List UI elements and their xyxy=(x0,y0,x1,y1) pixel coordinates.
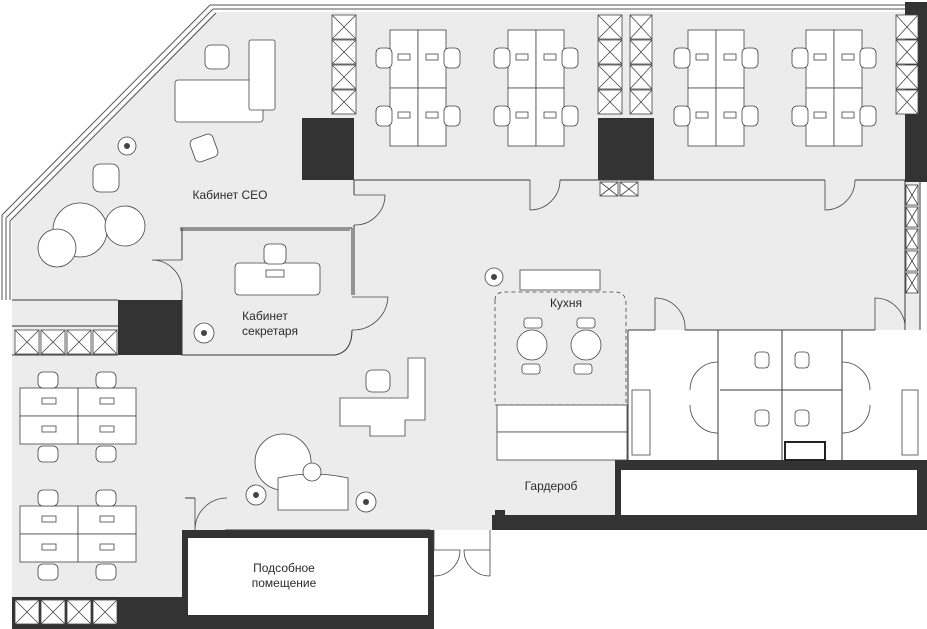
workstation-cluster xyxy=(791,29,877,147)
cabinet xyxy=(905,206,919,228)
cabinet xyxy=(597,64,623,90)
cabinet xyxy=(597,14,623,40)
workstation-cluster xyxy=(19,489,137,581)
kitchen-area xyxy=(484,267,628,461)
partitions xyxy=(12,179,921,531)
room-label-secretary-line1: Кабинет xyxy=(242,309,288,323)
room-label-wardrobe: Гардероб xyxy=(525,479,578,493)
reception-desk xyxy=(339,357,426,437)
restroom-fixtures xyxy=(631,330,919,461)
plant-icon xyxy=(117,136,137,156)
storage-rooms xyxy=(188,470,917,615)
plant-icon xyxy=(245,484,267,506)
cabinet xyxy=(92,599,118,625)
plant-icon xyxy=(193,322,215,344)
room-label-kitchen: Кухня xyxy=(550,296,582,310)
workstation-cluster xyxy=(493,29,579,147)
cabinet xyxy=(895,14,919,40)
cabinet xyxy=(905,272,919,294)
cabinet xyxy=(599,181,619,197)
cabinet xyxy=(905,184,919,206)
ceo-furniture xyxy=(37,39,276,268)
workstation-clusters xyxy=(19,29,877,581)
cabinet xyxy=(14,599,40,625)
cabinet xyxy=(905,250,919,272)
storage-cabinets xyxy=(14,14,919,625)
workstation-cluster xyxy=(375,29,461,147)
cabinet xyxy=(629,89,653,115)
cabinet xyxy=(331,39,357,65)
lounge-area xyxy=(245,433,377,513)
cabinet xyxy=(597,39,623,65)
cabinet xyxy=(895,39,919,65)
workstation-cluster xyxy=(19,371,137,463)
cabinet xyxy=(66,599,92,625)
secretary-furniture xyxy=(193,243,321,344)
diagonal-facade xyxy=(1,4,905,300)
room-label-utility-line1: Подсобное xyxy=(253,561,315,575)
workstation-cluster xyxy=(673,29,759,147)
cabinet xyxy=(14,329,40,355)
cabinet xyxy=(331,89,357,115)
cabinet xyxy=(92,329,118,355)
cabinet xyxy=(597,89,623,115)
plant-icon xyxy=(484,267,504,287)
plant-icon xyxy=(355,491,377,513)
cabinet xyxy=(40,329,66,355)
cabinet xyxy=(629,64,653,90)
room-label-secretary-line2: секретаря xyxy=(242,324,298,338)
cabinet xyxy=(331,64,357,90)
cabinet xyxy=(895,89,919,115)
cabinet xyxy=(619,181,639,197)
cabinet xyxy=(331,14,357,40)
cabinet xyxy=(905,228,919,250)
cabinet xyxy=(66,329,92,355)
room-label-ceo: Кабинет CEO xyxy=(193,188,268,202)
cabinet xyxy=(629,14,653,40)
cabinet xyxy=(40,599,66,625)
floor-area xyxy=(12,12,920,615)
room-label-utility-line2: помещение xyxy=(252,576,317,590)
cabinet xyxy=(895,64,919,90)
cabinet xyxy=(629,39,653,65)
doors xyxy=(151,179,906,577)
